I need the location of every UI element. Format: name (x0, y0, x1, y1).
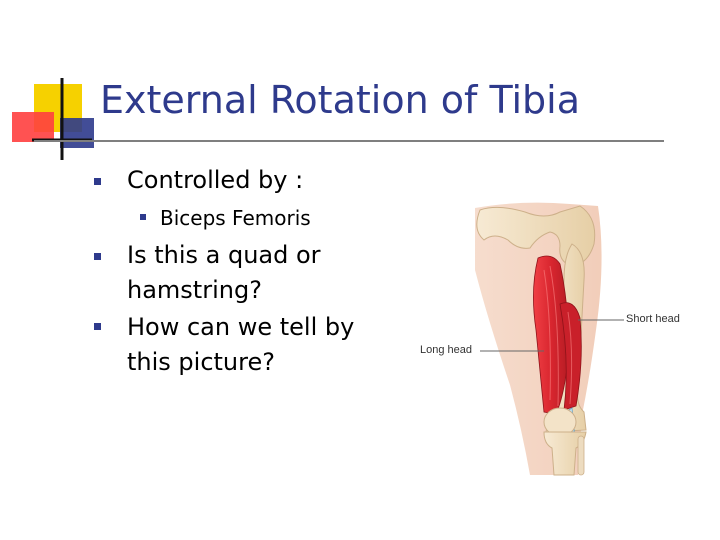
accent-red-bar (12, 112, 54, 142)
long-head-label: Long head (420, 344, 472, 356)
bullet-how-can-we-tell: How can we tell by this picture? (127, 313, 355, 376)
accent-blue-square (60, 118, 94, 148)
muscle-fibers (543, 265, 573, 407)
bullet-quad-or-hamstring: Is this a quad or hamstring? (127, 241, 321, 304)
bullet-marker-3 (94, 253, 101, 260)
bullet-marker-4 (94, 323, 101, 330)
bullet-marker-2 (140, 214, 146, 220)
pelvis-bone (476, 205, 596, 267)
short-head-label: Short head (626, 313, 680, 325)
biceps-femoris-illustration: Short head Long head (410, 200, 710, 480)
bullet-marker-1 (94, 178, 101, 185)
slide-title: External Rotation of Tibia (100, 78, 581, 122)
fibula-bone (577, 435, 585, 476)
thigh-anatomy-image (475, 202, 624, 476)
bullet-controlled-by: Controlled by : (127, 166, 304, 194)
short-head-muscle (559, 302, 582, 411)
long-head-muscle (533, 255, 569, 415)
tibia-bone (543, 431, 587, 476)
title-divider (34, 140, 664, 142)
bullet-biceps-femoris: Biceps Femoris (160, 206, 311, 230)
